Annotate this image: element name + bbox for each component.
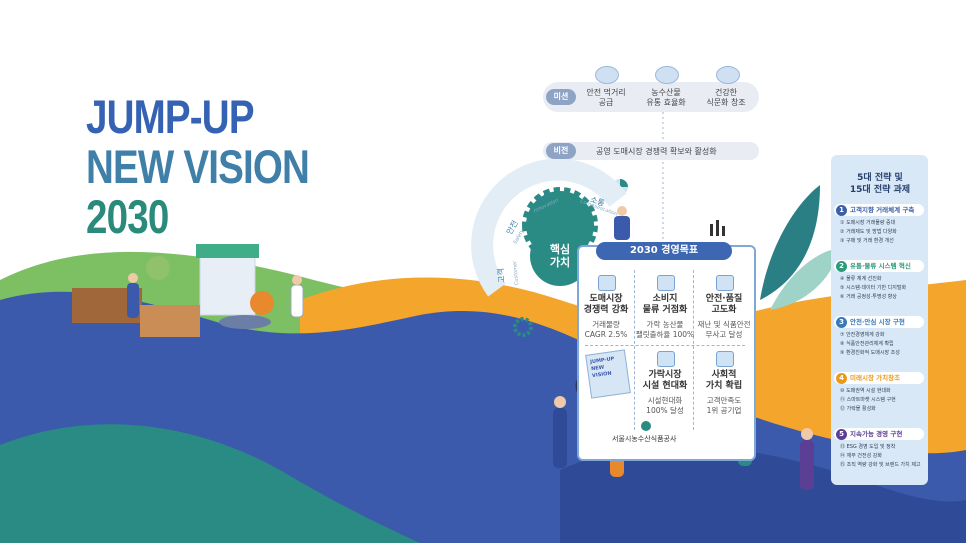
mission-tag: 미션 [546,89,576,105]
strategy-task: ② 거래제도 및 방법 다양화 [840,229,897,235]
goals-header: 2030 경영목표 [596,242,732,260]
person-chef [290,284,304,318]
goal-3-desc: 재난 및 식품안전 무사고 달성 [697,320,751,339]
goal-6-title: 사회적 가치 확립 [705,370,743,391]
pie-chart-slice [620,179,628,187]
strategy-label-3: 안전·안심 시장 구현 [850,318,905,326]
person-left-head [554,396,566,408]
dark-blue-wave [560,446,966,543]
strategy-number-5: 5 [836,428,847,440]
person-right [800,440,814,490]
goal-3-title: 안전·품질 고도화 [705,294,743,315]
bar-chart-icon-3 [722,226,725,236]
person-laptop-head [617,206,627,216]
strategy-number-1: 1 [836,204,847,216]
small-gear-icon [513,317,533,337]
goal-5-desc: 시설현대화 100% 달성 [646,396,684,415]
title-line-2: NEW VISION [86,140,310,193]
teal-wave [0,424,420,543]
strategy-task: ⑮ 조직 역량 강화 및 브랜드 가치 제고 [840,462,921,468]
dining-icon [716,66,740,84]
strategy-item-4 [834,372,924,384]
strategy-item-3 [834,316,924,328]
goal-1-title: 도매시장 경쟁력 강화 [583,294,629,315]
strategy-task: ⑬ ESG 경영 도입 및 정착 [840,444,896,450]
strategy-task: ⑥ 거래 공정성·투명성 향상 [840,294,897,300]
strategy-task: ⑧ 식품안전관리체계 확립 [840,341,894,347]
mission-item-3: 건강한 식문화 창조 [706,88,746,107]
strategy-item-2 [834,260,924,272]
title-line-3: 2030 [86,190,169,243]
vision-tag: 비전 [546,143,576,159]
strategy-task: ① 도매시장 거래물량 증대 [840,220,896,226]
person-laptop [614,216,630,240]
goal-5-title: 가락시장 시설 현대화 [642,370,688,391]
strategy-task: ⑨ 환경친화적 도매시장 조성 [840,350,900,356]
mission-row [543,82,759,112]
person-vendor [127,283,139,318]
cabbage [146,256,170,280]
logistics-icon [657,275,675,291]
bar-chart-icon-2 [716,220,719,236]
strategy-head: 5대 전략 및 15대 전략 과제 [849,173,911,195]
vision-card-icon: JUMP-UP NEW VISION [585,349,631,399]
strategy-number-3: 3 [836,316,847,328]
strategy-number-4: 4 [836,372,847,384]
strategy-task: ⑪ 스마트마켓 시스템 구현 [840,397,896,403]
fish [219,315,271,329]
strategy-task: ④ 물류 체계 선진화 [840,276,882,282]
shield-icon [716,275,734,291]
strategy-task: ⑫ 가락몰 활성화 [840,406,876,412]
title-line-1: JUMP-UP [86,90,255,143]
strategy-task: ③ 구매 및 거래 환경 개선 [840,238,894,244]
market-icon [598,275,616,291]
wooden-box [140,305,200,337]
bar-chart-icon [710,224,713,236]
person-left [553,408,567,468]
goals-divider-v1 [634,270,635,430]
person-right-head [801,428,813,440]
stall-awning [196,244,259,258]
building-icon [657,351,675,367]
goals-divider-v2 [693,270,694,430]
strategy-label-4: 미래시장 가치창조 [850,374,901,382]
goal-6-desc: 고객만족도 1위 공기업 [706,396,742,415]
strategy-task: ⑭ 재무 건전성 강화 [840,453,882,459]
value-ring [471,158,627,297]
core-values-label: 핵심 가치 [549,243,571,269]
mission-item-2: 농수산물 유통 효율화 [646,88,686,107]
person-chef-head [292,275,302,285]
goal-1-desc: 거래물량 CAGR 2.5% [584,320,628,339]
market-stall [199,254,256,316]
vision-row [543,142,759,160]
strategy-item-5 [834,428,924,440]
strategy-label-2: 유통·물류 시스템 혁신 [850,262,911,270]
strategy-task: ⑩ 도매권역 시설 현대화 [840,388,891,394]
strategy-task: ⑦ 안전경영체계 강화 [840,332,885,338]
leaf-decoration [760,185,820,300]
org-name: 서울시농수산식품공사 [612,435,677,443]
goal-2-title: 소비지 물류 거점화 [642,294,688,315]
strategy-label-5: 지속가능 경영 구현 [850,430,903,438]
pumpkin [250,291,274,315]
vision-card-text: JUMP-UP NEW VISION [589,356,615,380]
vision-text: 공영 도매시장 경쟁력 확보와 활성화 [596,147,717,156]
strategy-item-1 [834,204,924,216]
goals-divider-h [585,345,745,346]
strategy-label-1: 고객지향 거래체계 구축 [850,206,915,214]
org-logo-icon [641,421,651,431]
mission-item-1: 안전 먹거리 공급 [586,88,626,107]
person-vendor-head [128,273,138,283]
value-customer: 고객 [496,267,507,284]
truck-icon [655,66,679,84]
strategy-task: ⑤ 시스템·데이터 기반 디지털화 [840,285,907,291]
leaf-decoration-2 [770,248,840,310]
strategy-number-2: 2 [836,260,847,272]
goal-2-desc: 가락 농산물 팰릿출하율 100% [635,320,695,339]
handshake-icon [716,351,734,367]
safe-food-icon [595,66,619,84]
